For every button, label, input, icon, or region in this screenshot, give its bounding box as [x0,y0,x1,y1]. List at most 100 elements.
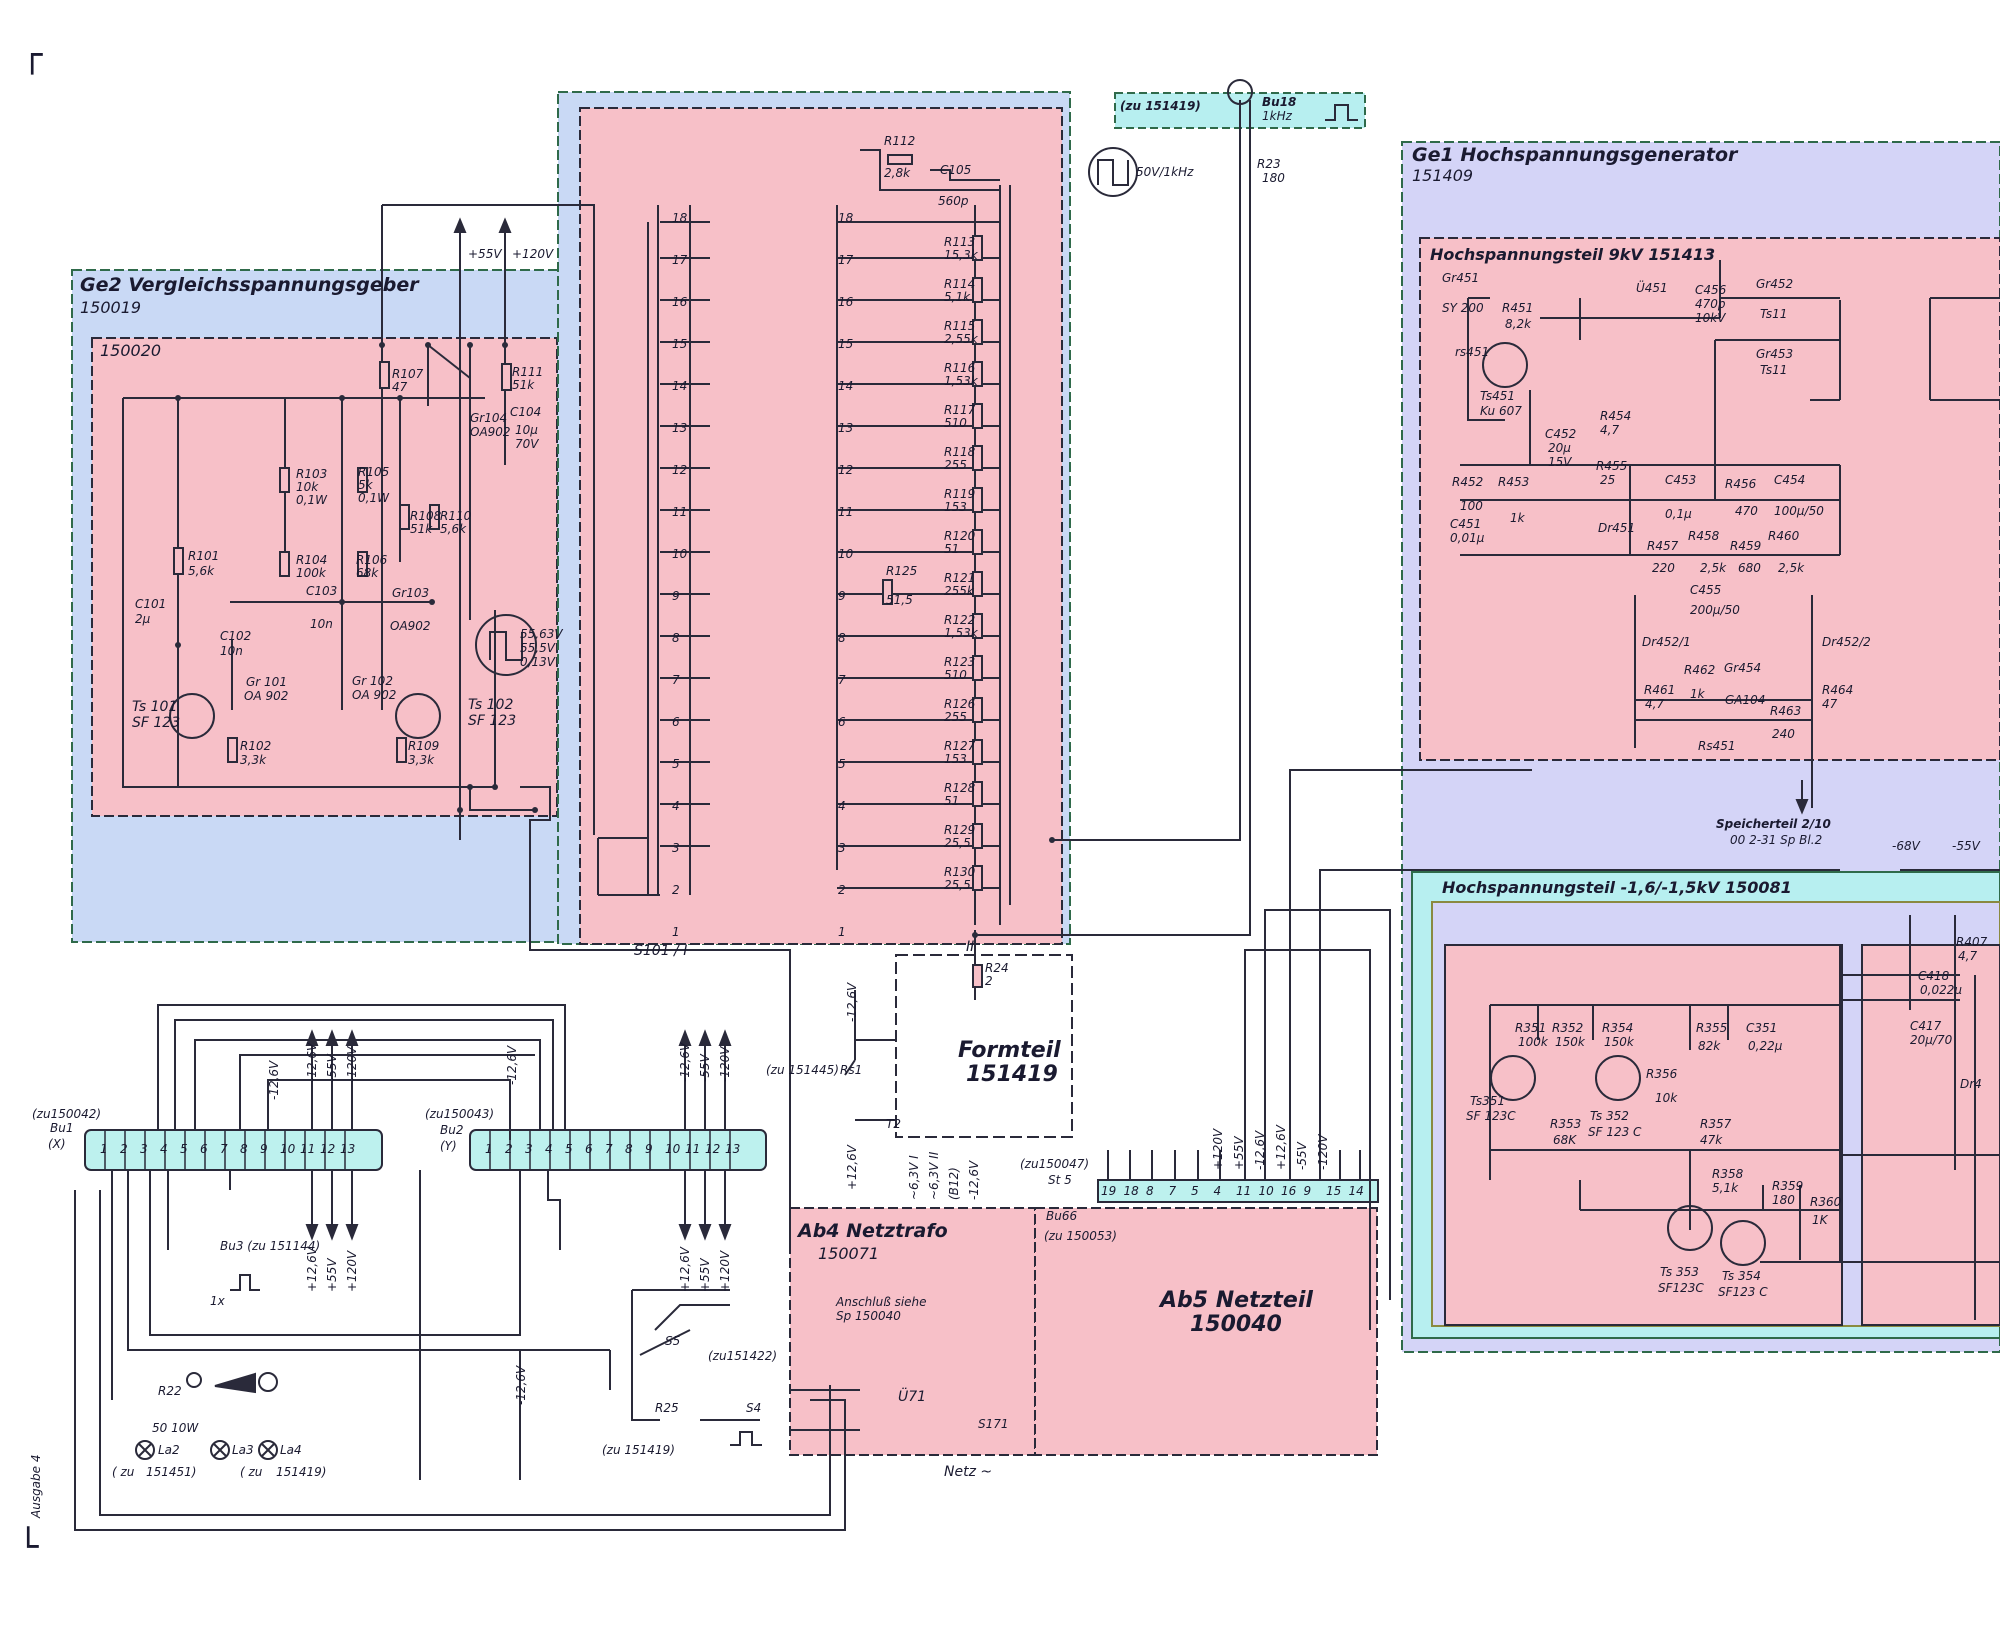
switch-resistor-value: 25,5 [944,836,971,850]
hs9-r455: R455 [1596,459,1628,473]
ge2-gr102-value: OA 902 [352,688,397,702]
hs9-r463: R463 [1770,704,1802,718]
bu1-pin: 1 [100,1142,108,1156]
formteil-box [895,954,1073,1138]
hs9-c455: C455 [1690,583,1722,597]
bu1-pin: 3 [140,1142,148,1156]
ge2-c103-value: 10n [310,617,333,631]
ge2-r103-watt: 0,1W [296,493,327,507]
hs9-c453: C453 [1665,473,1697,487]
hs9-r454-value: 4,7 [1600,423,1620,437]
c105-value: 560p [938,194,969,208]
st5-pin: 10 [1258,1184,1274,1198]
switch-position-left: 4 [672,799,680,813]
hs15-right-pink [1861,944,2000,1326]
rail-plus-120v: +120V [512,247,554,261]
switch-position-right: 8 [838,631,846,645]
hs15-r353-value: 68K [1553,1133,1577,1147]
ge2-r104: R104 [296,553,328,567]
hs9-gr454-value: GA104 [1725,693,1766,707]
switch-position-right: 4 [838,799,846,813]
switch-position-right: 1 [838,925,846,939]
ge2-r109-value: 3,3k [408,753,435,767]
hs9-c454-value: 100µ/50 [1774,504,1824,518]
switch-resistor-value: 255 [944,710,967,724]
pulse-50v-label: 50V/1kHz [1136,165,1194,179]
ge2-c103: C103 [306,584,338,598]
ge2-c102-value: 10n [220,644,243,658]
hs9-r451-value: 8,2k [1505,317,1532,331]
switch-resistor-name: R116 [944,361,976,375]
ge2-r105: R105 [358,465,390,479]
hs15-r352: R352 [1552,1021,1584,1035]
switch-resistor-value: 15,3k [944,248,978,262]
bu2-pin: 2 [505,1142,513,1156]
voltage-arrows [305,217,1809,1241]
st5-voltage: -12,6V [1253,1130,1267,1170]
ge2-r103: R103 [296,467,328,481]
switch-position-right: 14 [838,379,854,393]
st5-voltage: +120V [1211,1128,1225,1170]
bu2-bottom-voltage: +12,6V [678,1247,692,1292]
hs15-r355-value: 82k [1698,1039,1721,1053]
ge2-number: 150019 [80,298,142,317]
hs9-rs451b: Rs451 [1698,739,1736,753]
la2-ref: 151451) [146,1465,197,1479]
ge2-r106-value: 68k [356,566,379,580]
bu2-pin: 4 [545,1142,553,1156]
bu2-pin: 13 [725,1142,741,1156]
bu1-bottom-voltage: +55V [325,1258,339,1292]
switch-position-left: 12 [672,463,688,477]
hs15-r360: R360 [1810,1195,1842,1209]
bu2-name: Bu2 [440,1123,464,1137]
hs9-c456-value: 470p [1695,297,1726,311]
switch-resistor-name: R113 [944,235,976,249]
ge1-number: 151409 [1412,166,1474,185]
bu1-name: Bu1 [50,1121,74,1135]
hs15-r351: R351 [1515,1021,1547,1035]
r23-label: R23 [1257,157,1281,171]
ge1-title: Ge1 Hochspannungsgenerator [1412,144,1738,166]
speicher-label-1: Speicherteil 2/10 [1716,817,1831,831]
connector-pins [104,1130,731,1170]
hs9-c454: C454 [1774,473,1806,487]
st5-voltage: -120V [1316,1134,1330,1170]
ge2-r101: R101 [188,549,220,563]
hs15-c351: C351 [1746,1021,1778,1035]
bu1-pin: 5 [180,1142,188,1156]
bu1-pin: 7 [220,1142,228,1156]
bu1-top-voltage: -120V [345,1046,359,1082]
hs15-r360-value: 1K [1812,1213,1828,1227]
ge2-r110-value: 5,6k [440,522,467,536]
hs9-gr454: Gr454 [1724,661,1762,675]
bu2-top-voltage: -120V [718,1046,732,1082]
switch-resistor-name: R115 [944,319,976,333]
switch-resistor-name: R128 [944,781,976,795]
st5-pin: 16 [1281,1184,1297,1198]
bu1-bottom-voltage: +120V [345,1250,359,1292]
ab5-region [1034,1207,1378,1456]
bu1-top-voltage: -12,6V [305,1042,319,1082]
switch-resistor-value: 1,53k [944,374,978,388]
bu2-pin: 9 [645,1142,653,1156]
hs15-c417-value: 20µ/70 [1910,1033,1953,1047]
hs9-r458-value: 2,5k [1700,561,1727,575]
ab4-voltage: ~6,3V II [927,1151,941,1200]
t2-label: T2 [886,1117,901,1131]
hs15-ts352-value: SF 123 C [1588,1125,1642,1139]
switch-position-right: 18 [838,211,854,225]
hs15-ts351-value: SF 123C [1466,1109,1516,1123]
s171-label: S171 [978,1417,1009,1431]
hs15-r357: R357 [1700,1117,1732,1131]
switch-position-right: 17 [838,253,854,267]
bu2-connector [469,1129,767,1171]
hs9-gr453: Gr453 [1756,347,1794,361]
ge2-r111: R111 [512,365,544,379]
bu1-bottom-voltage: +12,6V [305,1247,319,1292]
hs9-c456-voltage: 10kV [1695,311,1726,325]
ge2-gr101: Gr 101 [246,675,287,689]
bu18-ref: (zu 151419) [1120,99,1201,113]
st5-pin: 5 [1191,1184,1199,1198]
switch-resistor-value: 153 [944,500,967,514]
corner-mark-top: ┌ [22,35,43,75]
